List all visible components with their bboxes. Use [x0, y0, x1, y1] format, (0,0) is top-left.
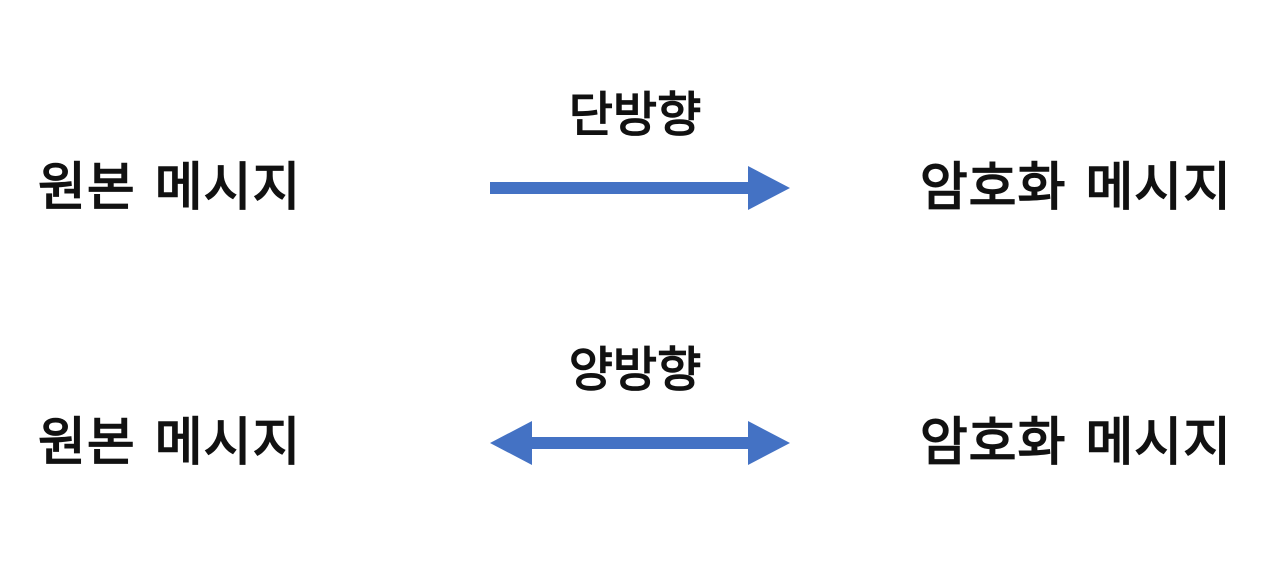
encrypted-message-label: 암호화 메시지 [919, 158, 1232, 218]
one-way-label: 단방향 [568, 87, 702, 143]
one-way-row: 원본 메시지 단방향 암호화 메시지 [0, 70, 1280, 330]
two-way-label: 양방향 [568, 342, 702, 398]
right-arrow-icon [490, 166, 790, 210]
two-way-arrow-icon [490, 421, 790, 465]
source-message-label: 원본 메시지 [38, 413, 302, 473]
source-message-label: 원본 메시지 [38, 158, 302, 218]
encrypted-message-label: 암호화 메시지 [919, 413, 1232, 473]
one-way-arrow-icon [490, 166, 790, 210]
double-arrow-icon [490, 421, 790, 465]
two-way-row: 원본 메시지 양방향 암호화 메시지 [0, 325, 1280, 585]
